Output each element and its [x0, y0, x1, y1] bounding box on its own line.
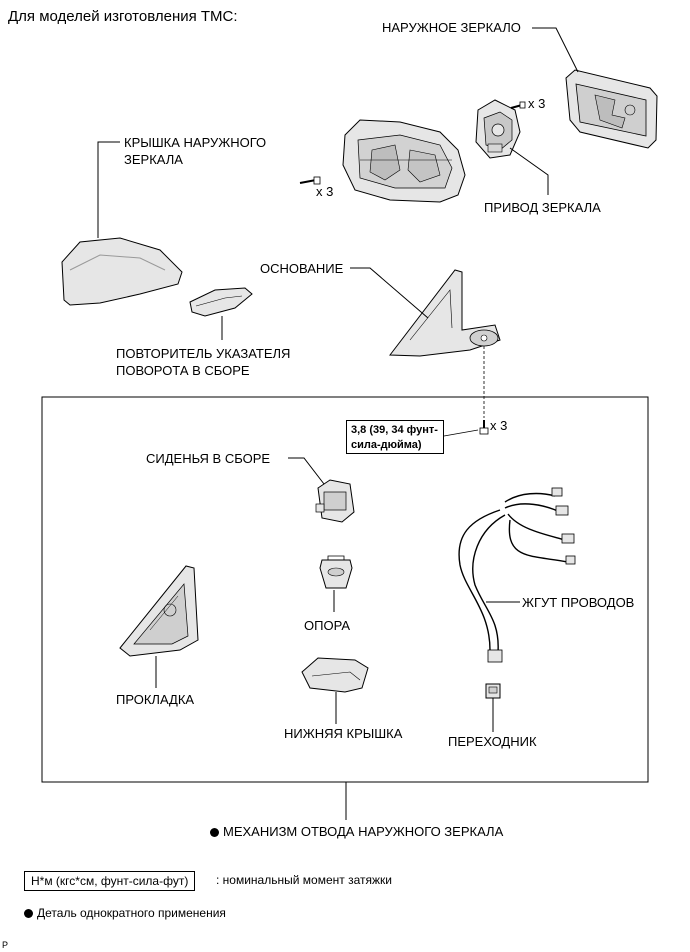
single-use-dot-icon	[210, 828, 219, 837]
actuator-screw-count: x 3	[528, 96, 546, 111]
torque-spec-box: 3,8 (39, 34 фунт- сила-дюйма)	[346, 420, 444, 454]
retract-mechanism-text: МЕХАНИЗМ ОТВОДА НАРУЖНОГО ЗЕРКАЛА	[223, 824, 504, 839]
legend-single-use: Деталь однократного применения	[24, 906, 226, 920]
turn-repeater-part	[189, 287, 253, 317]
page-title: Для моделей изготовления TMC:	[8, 8, 238, 25]
label-turn-repeater-2: ПОВОРОТА В СБОРЕ	[116, 363, 250, 378]
gasket-part	[119, 565, 199, 657]
label-retract-mechanism: МЕХАНИЗМ ОТВОДА НАРУЖНОГО ЗЕРКАЛА	[210, 824, 503, 840]
mechanism-frame	[41, 396, 649, 783]
mirror-actuator-part	[475, 99, 521, 159]
actuator-screw	[510, 101, 526, 109]
label-base: ОСНОВАНИЕ	[260, 261, 344, 276]
legend-torque-unit: Н*м (кгс*см, фунт-сила-фут)	[24, 871, 196, 891]
label-mirror-cover-1: КРЫШКА НАРУЖНОГО	[124, 135, 267, 150]
legend-torque-desc: : номинальный момент затяжки	[216, 873, 392, 887]
outer-mirror-part	[565, 69, 658, 149]
mirror-housing-part	[342, 119, 466, 203]
label-turn-repeater-1: ПОВТОРИТЕЛЬ УКАЗАТЕЛЯ	[116, 346, 291, 361]
legend-single-use-text: Деталь однократного применения	[37, 906, 226, 920]
label-lower-cover: НИЖНЯЯ КРЫШКА	[284, 726, 403, 741]
cover-screw-count: x 3	[316, 184, 334, 199]
lower-cover-part	[301, 657, 369, 693]
support-part	[319, 555, 353, 589]
label-wire-harness: ЖГУТ ПРОВОДОВ	[522, 595, 635, 610]
label-seat-assembly: СИДЕНЬЯ В СБОРЕ	[146, 451, 271, 466]
label-mirror-actuator: ПРИВОД ЗЕРКАЛА	[484, 200, 601, 215]
page-mark: P	[2, 940, 9, 950]
label-mirror-cover-2: ЗЕРКАЛА	[124, 152, 183, 167]
wire-harness-connectors	[487, 487, 576, 663]
label-gasket: ПРОКЛАДКА	[116, 692, 195, 707]
torque-line-2: сила-дюйма)	[351, 439, 422, 451]
base-part	[389, 269, 501, 357]
torque-line-1: 3,8 (39, 34 фунт-	[351, 424, 438, 436]
base-bolt	[479, 420, 489, 435]
wire-harness-part	[458, 492, 569, 653]
adapter-part	[485, 683, 501, 699]
label-support: ОПОРА	[304, 618, 351, 633]
seat-assembly-part	[315, 479, 355, 523]
label-adapter: ПЕРЕХОДНИК	[448, 734, 537, 749]
label-outer-mirror: НАРУЖНОЕ ЗЕРКАЛО	[382, 20, 521, 35]
mirror-cover-part	[61, 237, 183, 306]
base-bolt-count: x 3	[490, 418, 508, 433]
legend-dot-icon	[24, 909, 33, 918]
housing-screw	[299, 176, 321, 185]
